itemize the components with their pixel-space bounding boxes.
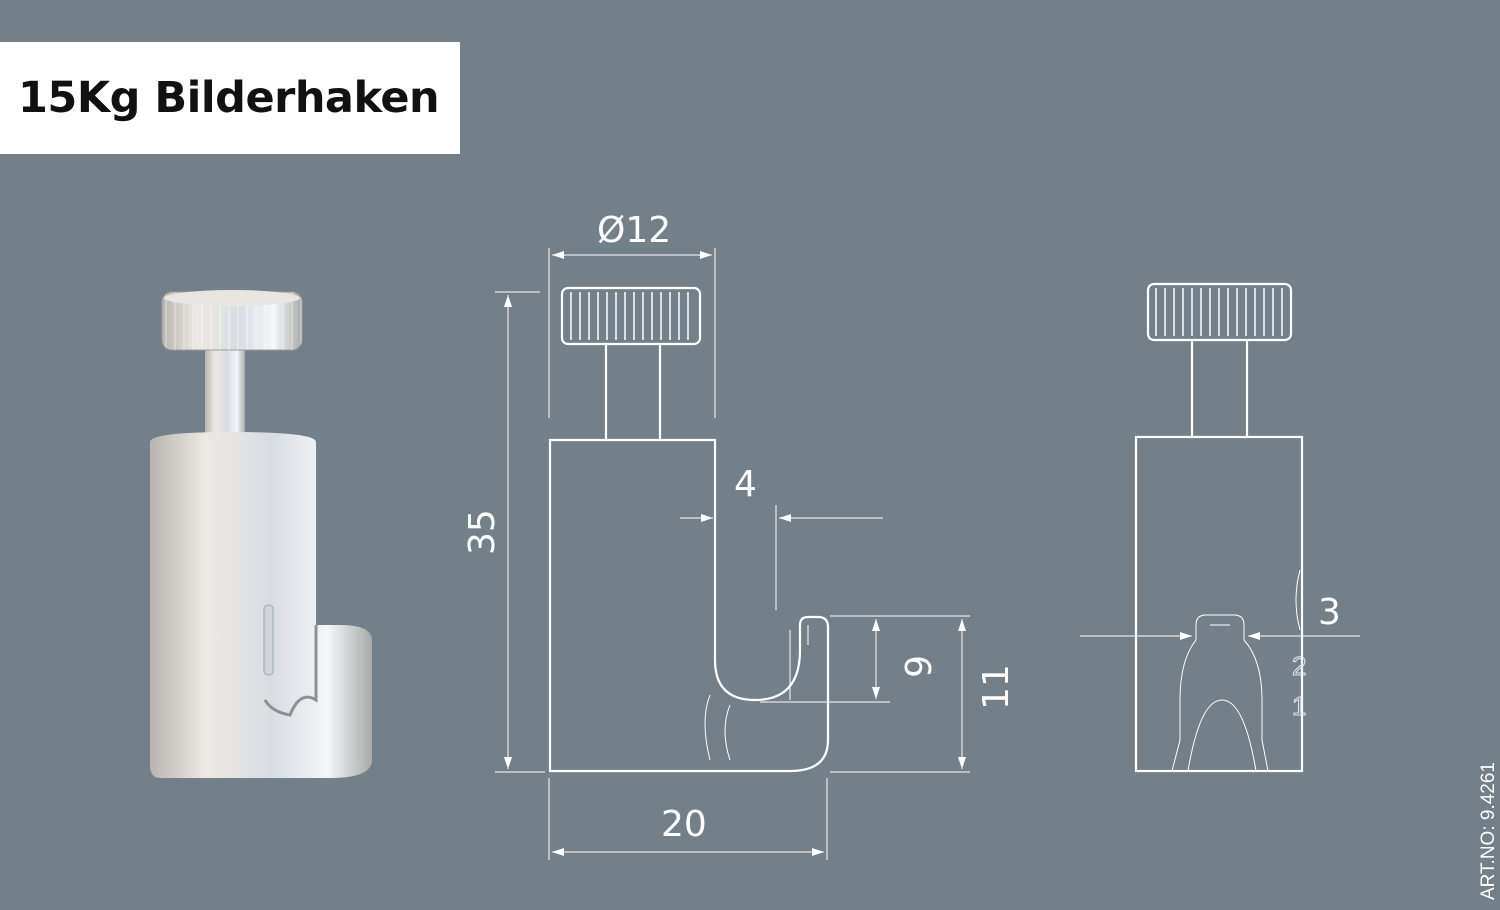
article-number: ART.NO: 9.4261 — [1478, 762, 1499, 900]
dimension-hook-height: 11 — [976, 664, 1017, 710]
dimension-slot-width: 3 — [1318, 592, 1341, 633]
side-view-drawing: Ø12 35 4 6 11 20 — [462, 210, 1017, 860]
dimension-hook-gap: 4 — [734, 464, 757, 505]
front-view-drawing: 3 2 1 — [1080, 282, 1360, 773]
scale-mark-2: 2 — [1292, 651, 1306, 681]
dimension-width: 20 — [661, 804, 707, 845]
title-box: 15Kg Bilderhaken — [0, 42, 460, 154]
scale-mark-1: 1 — [1292, 691, 1306, 721]
product-render — [150, 290, 372, 778]
product-title: 15Kg Bilderhaken — [18, 73, 440, 123]
dimension-hook-depth: 6 — [896, 655, 937, 678]
dimension-diameter: Ø12 — [597, 210, 671, 251]
dimension-height: 35 — [462, 509, 503, 555]
